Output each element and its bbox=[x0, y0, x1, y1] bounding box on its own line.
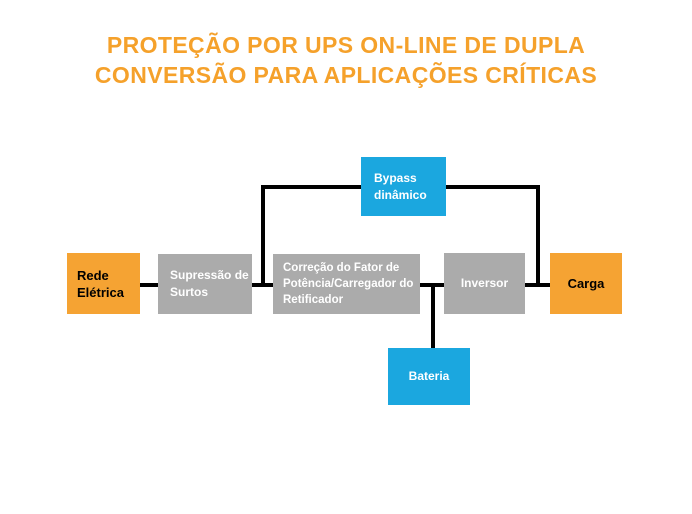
connector-bypass-right-vertical bbox=[536, 185, 540, 287]
title-line-1: PROTEÇÃO POR UPS ON-LINE DE DUPLA bbox=[106, 32, 586, 58]
node-inversor-label: Inversor bbox=[460, 276, 509, 290]
node-correcao-fator-potencia-label: Correção do Fator de Potência/Carregador… bbox=[283, 262, 414, 306]
node-rede-eletrica: Rede Elétrica bbox=[67, 253, 140, 314]
connector-bypass-left-horizontal bbox=[261, 185, 361, 189]
node-supressao-surtos-label: Supressão de Surtos bbox=[170, 268, 249, 299]
node-correcao-fator-potencia: Correção do Fator de Potência/Carregador… bbox=[273, 254, 420, 314]
connector-bypass-right-horizontal bbox=[446, 185, 540, 189]
node-bypass-dinamico-label: Bypass dinâmico bbox=[374, 170, 427, 202]
node-carga: Carga bbox=[550, 253, 622, 314]
connector-bateria-vertical bbox=[431, 285, 435, 348]
node-bateria: Bateria bbox=[388, 348, 470, 405]
page-title: PROTEÇÃO POR UPS ON-LINE DE DUPLA CONVER… bbox=[0, 30, 692, 90]
title-line-2: CONVERSÃO PARA APLICAÇÕES CRÍTICAS bbox=[94, 62, 598, 88]
node-rede-eletrica-label: Rede Elétrica bbox=[77, 267, 124, 300]
node-supressao-surtos: Supressão de Surtos bbox=[158, 254, 252, 314]
node-inversor: Inversor bbox=[444, 253, 525, 314]
node-bateria-label: Bateria bbox=[408, 369, 450, 383]
connector-rede-supressao bbox=[140, 283, 158, 287]
connector-bypass-left-vertical bbox=[261, 185, 265, 287]
node-carga-label: Carga bbox=[567, 276, 605, 291]
node-bypass-dinamico: Bypass dinâmico bbox=[361, 157, 446, 216]
